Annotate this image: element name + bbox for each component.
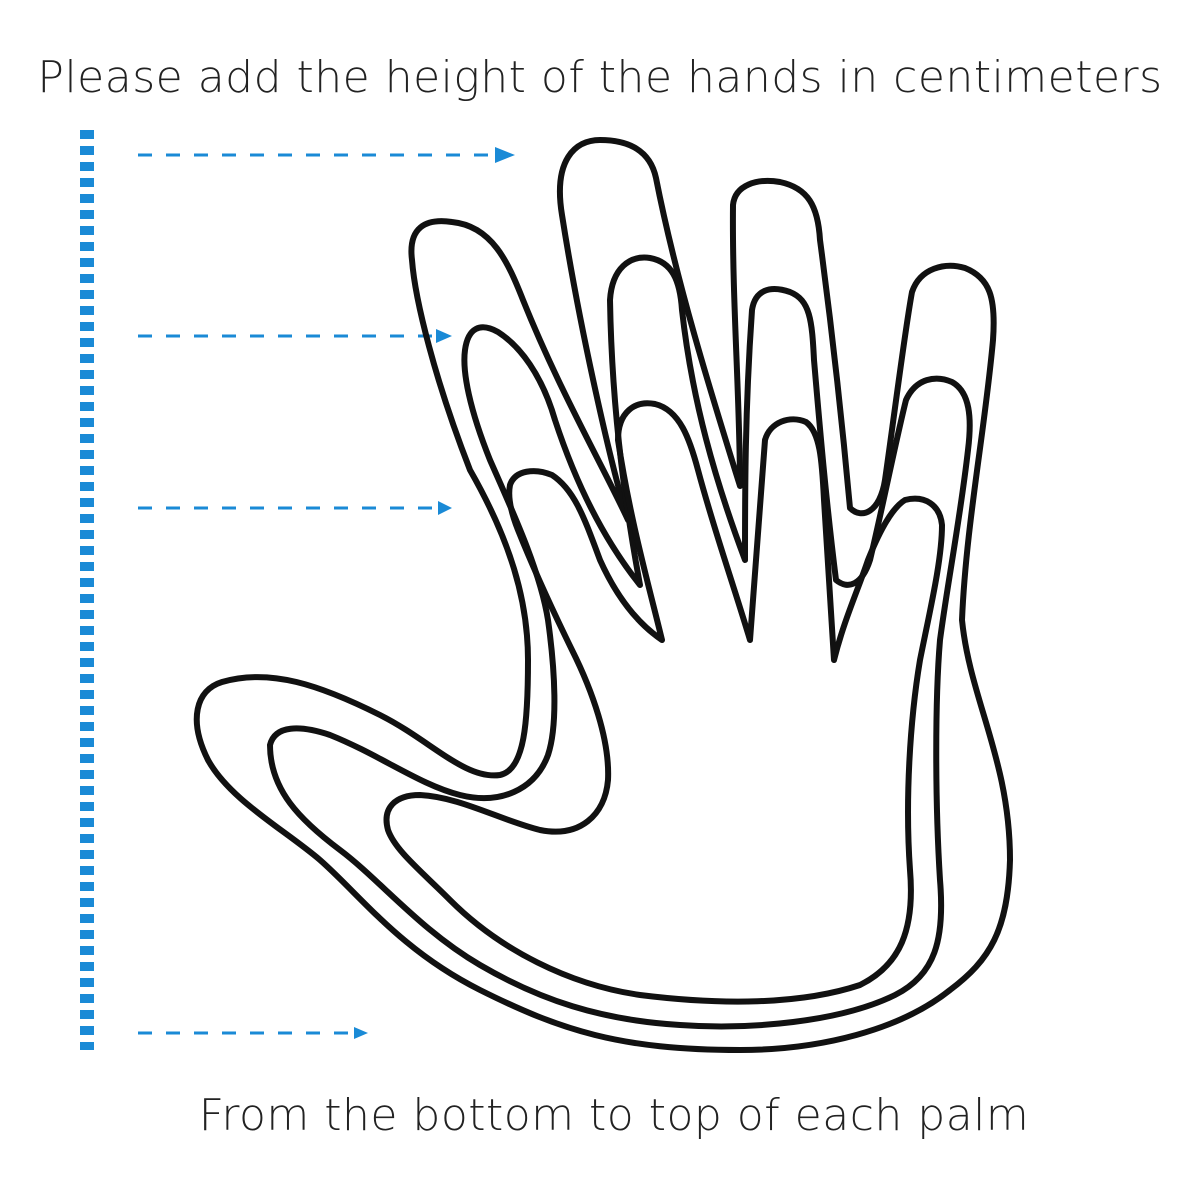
arrow-hand-3 (138, 501, 452, 515)
caption: From the bottom to top of each palm (198, 1090, 1030, 1141)
page-title: Please add the height of the hands in ce… (37, 52, 1163, 103)
arrow-hand-1 (138, 147, 515, 163)
arrow-palm-bottom (138, 1027, 368, 1039)
hand-outline-medium (267, 254, 973, 1030)
hand-outline-large (193, 137, 1013, 1053)
arrow-hand-2 (138, 329, 452, 343)
hand-outline-small (383, 400, 945, 1005)
